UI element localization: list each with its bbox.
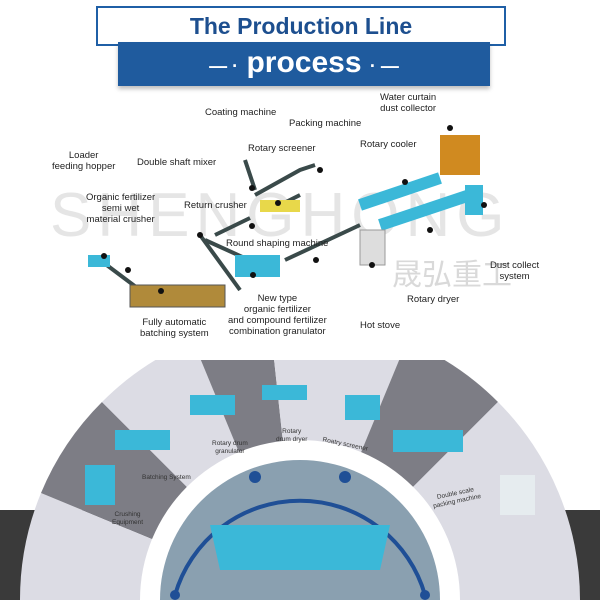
fan-label-dryer-text: Rotary drum dryer bbox=[276, 428, 308, 443]
title-box: The Production Line bbox=[96, 6, 506, 46]
label-crusher: Organic fertilizer semi wet material cru… bbox=[86, 192, 155, 225]
label-granulator-text: New type organic fertilizer and compound… bbox=[228, 293, 327, 337]
cycle-arrow bbox=[173, 498, 427, 596]
label-mixer: Double shaft mixer bbox=[137, 157, 217, 168]
fan-label-batching: Batching System bbox=[142, 474, 191, 481]
fan-label-granulator: Rotary drum granulator bbox=[212, 440, 248, 456]
batching-machine bbox=[129, 284, 226, 308]
hot-stove-machine bbox=[359, 229, 386, 266]
label-dryer: Rotary dryer bbox=[407, 294, 460, 305]
label-granulator: New type organic fertilizer and compound… bbox=[228, 293, 327, 337]
label-screener: Rotary screener bbox=[248, 143, 316, 154]
fan-label-crushing: Crushing Equipment bbox=[112, 511, 143, 527]
fan-label-crushing-text: Crushing Equipment bbox=[112, 511, 144, 526]
label-hot-stove: Hot stove bbox=[360, 320, 401, 331]
label-water-curtain: Water curtain dust collector bbox=[380, 92, 436, 114]
banner-text: process bbox=[246, 46, 362, 79]
label-crusher-text: Organic fertilizer semi wet material cru… bbox=[86, 192, 156, 225]
label-return-crusher: Return crusher bbox=[184, 200, 247, 211]
banner-deco-left: — · bbox=[209, 56, 239, 76]
label-pointer-dots bbox=[101, 125, 487, 294]
banner-deco-right: · — bbox=[369, 56, 399, 76]
equipment-fan bbox=[0, 360, 600, 600]
screener-machine bbox=[260, 200, 300, 212]
cooler-drum bbox=[358, 172, 442, 211]
label-packing: Packing machine bbox=[289, 118, 362, 129]
label-round-shaping: Round shaping machine bbox=[226, 238, 329, 249]
fan-machine-pictures bbox=[85, 385, 535, 515]
batching-hopper-photo bbox=[210, 525, 390, 570]
watermark-logo-cn: 晟弘重工 bbox=[392, 259, 512, 292]
page-title: The Production Line bbox=[189, 13, 413, 39]
label-dust-collect: Dust collect system bbox=[490, 260, 539, 282]
label-dust-collect-text: Dust collect system bbox=[490, 260, 540, 282]
dryer-drum bbox=[378, 189, 472, 231]
conveyors bbox=[98, 159, 361, 302]
label-loader: Loader feeding hopper bbox=[52, 150, 115, 172]
watermark-logo: SHENGHONG bbox=[50, 181, 511, 250]
label-batching: Fully automatic batching system bbox=[140, 317, 209, 339]
label-water-curtain-text: Water curtain dust collector bbox=[380, 92, 437, 114]
fan-label-granulator-text: Rotary drum granulator bbox=[212, 440, 248, 455]
fan-label-dryer: Rotary drum dryer bbox=[276, 428, 307, 444]
granulator-machine bbox=[235, 255, 280, 277]
dust-collect-machine bbox=[465, 185, 483, 215]
label-loader-text: Loader feeding hopper bbox=[52, 150, 116, 172]
label-cooler: Rotary cooler bbox=[360, 139, 417, 150]
label-batching-text: Fully automatic batching system bbox=[140, 317, 209, 339]
label-coating: Coating machine bbox=[205, 107, 277, 118]
water-curtain-machine bbox=[440, 135, 480, 175]
process-banner: — · process · — bbox=[118, 42, 490, 86]
production-line-diagram bbox=[88, 125, 487, 308]
